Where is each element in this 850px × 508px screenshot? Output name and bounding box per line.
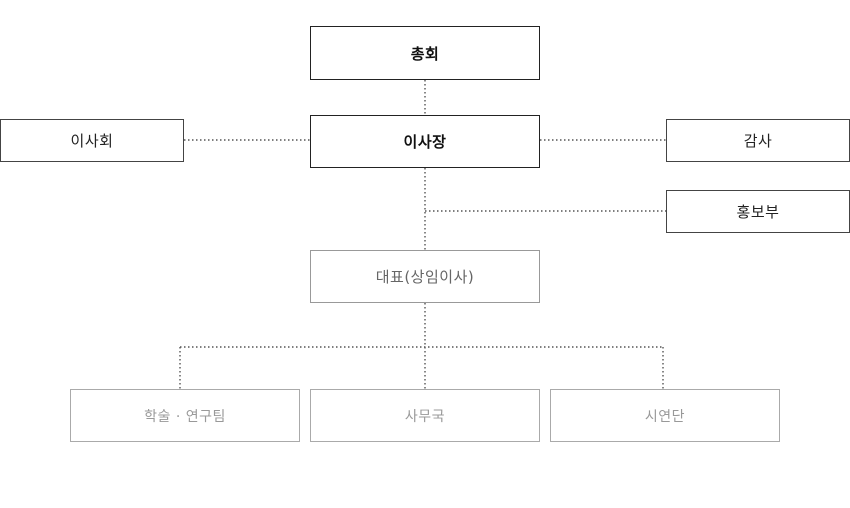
- auditor-label: 감사: [743, 132, 773, 150]
- general-assembly-box: 총회: [310, 26, 540, 80]
- academic-team-box: 학술 · 연구팀: [70, 389, 300, 442]
- auditor-box: 감사: [666, 119, 850, 162]
- board-label: 이사회: [70, 132, 114, 150]
- secretariat-box: 사무국: [310, 389, 540, 442]
- academic-team-label: 학술 · 연구팀: [144, 408, 226, 425]
- secretariat-label: 사무국: [404, 408, 446, 425]
- general-assembly-label: 총회: [410, 44, 440, 63]
- chairman-box: 이사장: [310, 115, 540, 168]
- performance-group-label: 시연단: [644, 408, 686, 425]
- pr-department-label: 홍보부: [736, 203, 780, 221]
- chairman-label: 이사장: [403, 133, 447, 151]
- representative-box: 대표(상임이사): [310, 250, 540, 303]
- representative-label: 대표(상임이사): [375, 268, 475, 286]
- board-box: 이사회: [0, 119, 184, 162]
- performance-group-box: 시연단: [550, 389, 780, 442]
- pr-department-box: 홍보부: [666, 190, 850, 233]
